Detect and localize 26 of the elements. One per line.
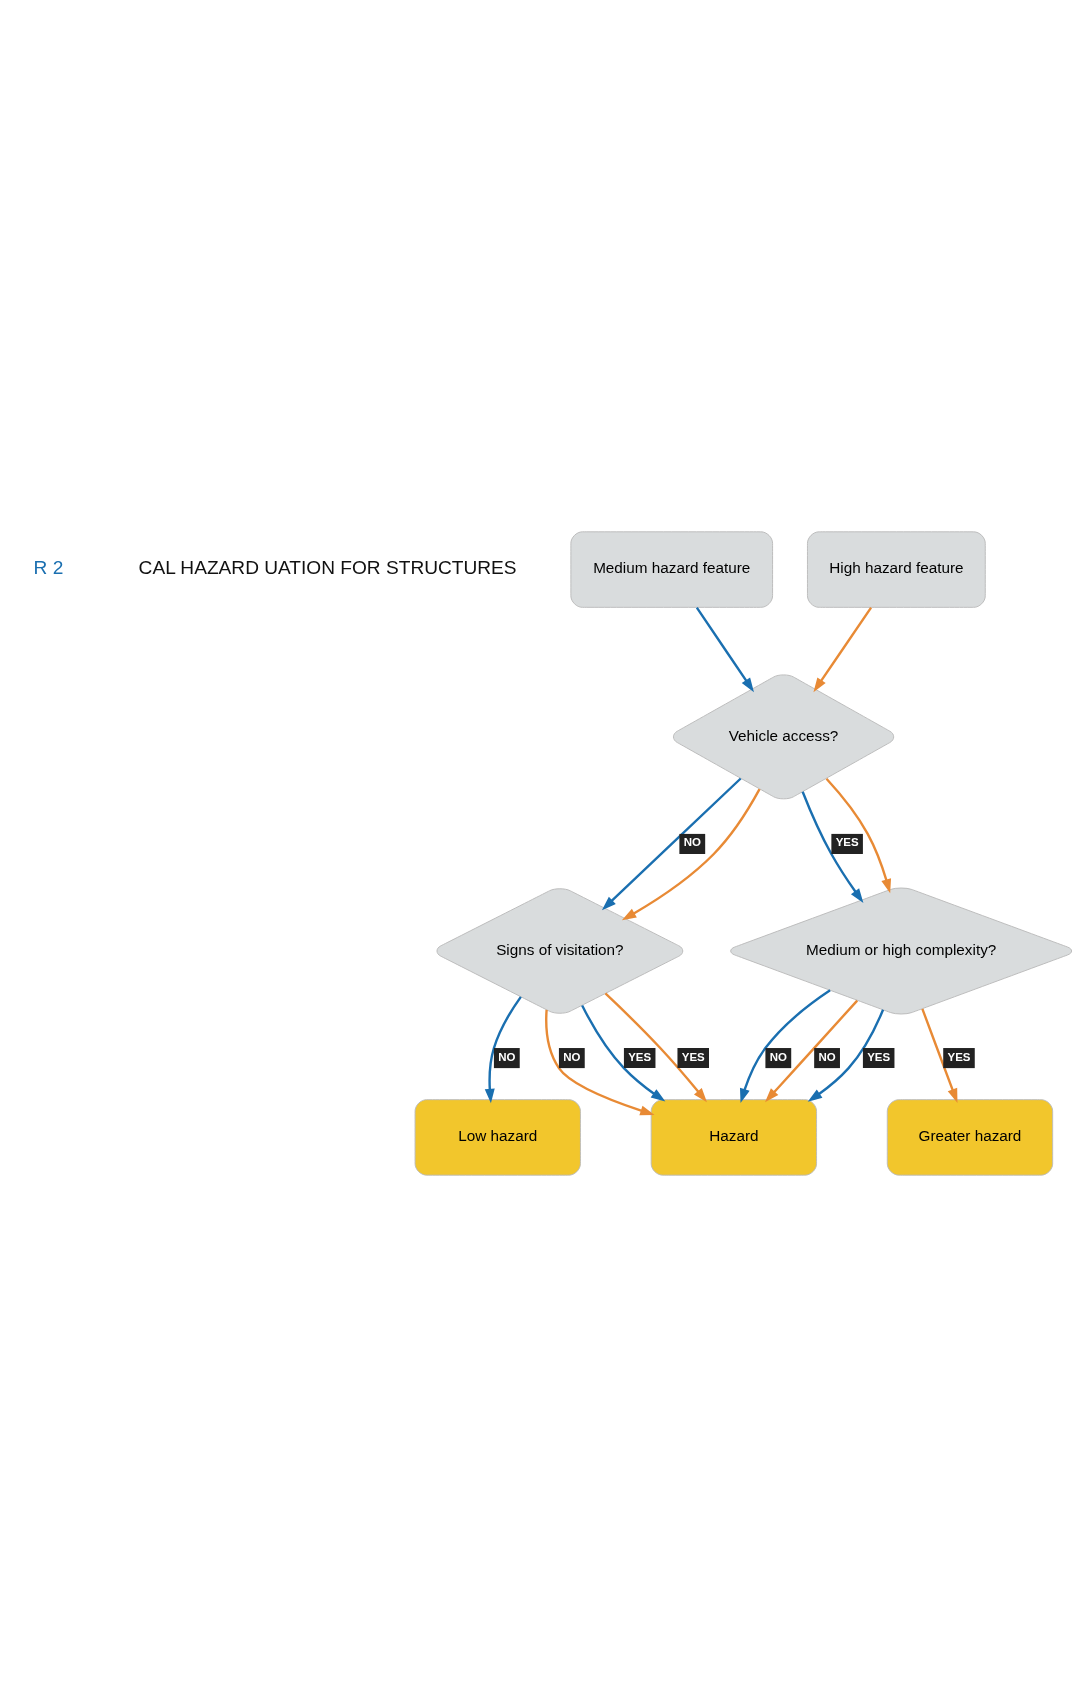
arrow xyxy=(739,988,831,1103)
arrow xyxy=(807,1008,885,1102)
arrow xyxy=(813,606,873,692)
node-box: Medium hazard feature xyxy=(570,530,774,608)
arrow xyxy=(695,606,754,692)
node-box: High hazard feature xyxy=(807,530,986,608)
arrow xyxy=(825,777,892,893)
node-box: Greater hazard xyxy=(886,1098,1054,1176)
arrow xyxy=(921,1007,958,1103)
edge-label: YES xyxy=(681,1050,705,1063)
label: R 2 xyxy=(33,556,64,578)
arrow xyxy=(601,777,742,910)
edge-label: NO xyxy=(563,1050,581,1063)
edge-label: YES xyxy=(867,1050,891,1063)
edge-label: NO xyxy=(683,835,701,848)
edge-label: YES xyxy=(835,835,859,848)
edge-label: NO xyxy=(769,1050,787,1063)
edge-label: YES xyxy=(628,1050,652,1063)
edge-label: NO xyxy=(498,1050,516,1063)
node-box: Hazard xyxy=(650,1098,818,1176)
label: CAL HAZARD UATION FOR STRUCTURES xyxy=(138,556,517,578)
arrow xyxy=(621,788,761,920)
node-box: Low hazard xyxy=(414,1098,581,1176)
edge-label: NO xyxy=(818,1050,836,1063)
arrow xyxy=(581,1004,666,1101)
edge-label: YES xyxy=(947,1050,971,1063)
